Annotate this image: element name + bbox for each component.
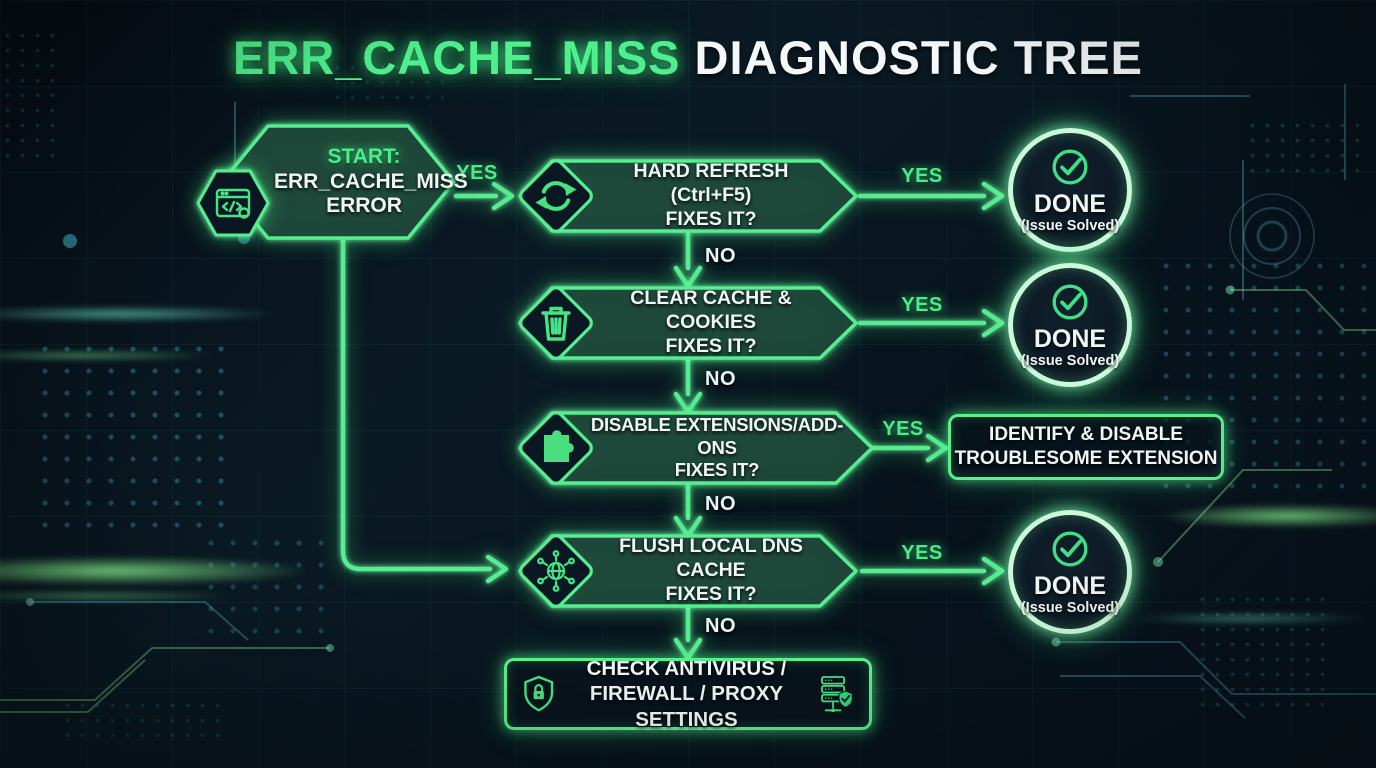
edge-label-no: NO (705, 493, 736, 516)
done-label: DONE (1034, 572, 1106, 601)
identify-line1: IDENTIFY & DISABLE (955, 423, 1218, 447)
start-label-error: ERR_CACHE_MISS (274, 170, 468, 195)
decision-line2: FIXES IT? (592, 208, 830, 232)
final-node-antivirus: CHECK ANTIVIRUS / FIREWALL / PROXY SETTI… (504, 656, 872, 733)
decision-text: CLEAR CACHE & COOKIES FIXES IT? (592, 287, 830, 359)
dot-matrix-decoration (1245, 118, 1370, 173)
done-sublabel: (Issue Solved) (1021, 219, 1119, 234)
done-node-3: DONE (Issue Solved) (1008, 510, 1132, 634)
decision-text: FLUSH LOCAL DNS CACHE FIXES IT? (592, 535, 830, 607)
done-sublabel: (Issue Solved) (1021, 354, 1119, 369)
check-circle-icon (1052, 149, 1088, 185)
arrowhead-right-icon (981, 308, 1005, 338)
identify-line2: TROUBLESOME EXTENSION (955, 447, 1218, 471)
start-badge (196, 166, 270, 240)
done-sublabel: (Issue Solved) (1021, 601, 1119, 616)
final-line2: FIREWALL / PROXY SETTINGS (570, 681, 802, 732)
edge-label-yes: YES (882, 418, 924, 441)
arrowhead-right-icon (485, 554, 509, 584)
edge-label-yes: YES (456, 162, 498, 185)
refresh-icon (535, 181, 577, 211)
edge-label-no: NO (705, 245, 736, 268)
decision-line1: DISABLE EXTENSIONS/ADD-ONS (588, 414, 846, 459)
edge-label-yes: YES (901, 542, 943, 565)
arrowhead-down-icon (673, 265, 703, 289)
arrowhead-right-icon (491, 181, 515, 211)
edge-label-no: NO (705, 368, 736, 391)
dot-matrix-decoration (34, 338, 234, 528)
puzzle-icon (544, 430, 574, 462)
start-node-text: START: ERR_CACHE_MISS ERROR (274, 118, 468, 246)
decision-line2: FIXES IT? (592, 583, 830, 607)
done-node-2: DONE (Issue Solved) (1008, 263, 1132, 387)
title-rest: DIAGNOSTIC TREE (695, 31, 1143, 84)
dot-matrix-decoration (200, 532, 340, 642)
decision-text: HARD REFRESH (Ctrl+F5) FIXES IT? (592, 160, 830, 232)
decision-hard-refresh: HARD REFRESH (Ctrl+F5) FIXES IT? (500, 153, 876, 239)
final-line1: CHECK ANTIVIRUS / (570, 656, 802, 682)
arrowhead-right-icon (925, 433, 949, 463)
dns-network-icon (537, 550, 575, 592)
arrowhead-right-icon (981, 556, 1005, 586)
trash-icon (541, 306, 571, 341)
decision-disable-extensions: DISABLE EXTENSIONS/ADD-ONS FIXES IT? (500, 405, 892, 491)
done-label: DONE (1034, 325, 1106, 354)
decision-clear-cache: CLEAR CACHE & COOKIES FIXES IT? (500, 280, 876, 366)
decision-line1: CLEAR CACHE & COOKIES (592, 287, 830, 335)
identify-text: IDENTIFY & DISABLE TROUBLESOME EXTENSION (955, 423, 1218, 471)
decision-line2: FIXES IT? (588, 459, 846, 482)
edge-label-no: NO (705, 615, 736, 638)
title-error-code: ERR_CACHE_MISS (233, 31, 681, 84)
edge-label-yes: YES (901, 165, 943, 188)
done-label: DONE (1034, 190, 1106, 219)
done-node-1: DONE (Issue Solved) (1008, 128, 1132, 252)
identify-extension-node: IDENTIFY & DISABLE TROUBLESOME EXTENSION (948, 414, 1224, 480)
decision-flush-dns: FLUSH LOCAL DNS CACHE FIXES IT? (500, 528, 876, 614)
shield-lock-icon (524, 675, 554, 712)
dot-matrix-decoration (0, 28, 60, 168)
decision-line1: HARD REFRESH (Ctrl+F5) (592, 160, 830, 208)
dot-matrix-decoration (60, 698, 230, 743)
decision-line2: FIXES IT? (592, 335, 830, 359)
start-label-error2: ERROR (274, 194, 454, 219)
page-title: ERR_CACHE_MISS DIAGNOSTIC TREE (0, 30, 1376, 85)
check-circle-icon (1052, 284, 1088, 320)
start-node: START: ERR_CACHE_MISS ERROR (212, 118, 468, 246)
server-shield-icon (821, 676, 854, 713)
decision-line1: FLUSH LOCAL DNS CACHE (592, 535, 830, 583)
code-window-icon (215, 188, 251, 219)
decision-text: DISABLE EXTENSIONS/ADD-ONS FIXES IT? (588, 413, 846, 483)
connector-start-to-dns (340, 237, 493, 572)
start-label-prefix: START: (274, 145, 454, 170)
check-circle-icon (1052, 531, 1088, 567)
dot-matrix-decoration (330, 60, 450, 110)
final-text: CHECK ANTIVIRUS / FIREWALL / PROXY SETTI… (570, 656, 802, 733)
arrowhead-right-icon (981, 181, 1005, 211)
edge-label-yes: YES (901, 294, 943, 317)
